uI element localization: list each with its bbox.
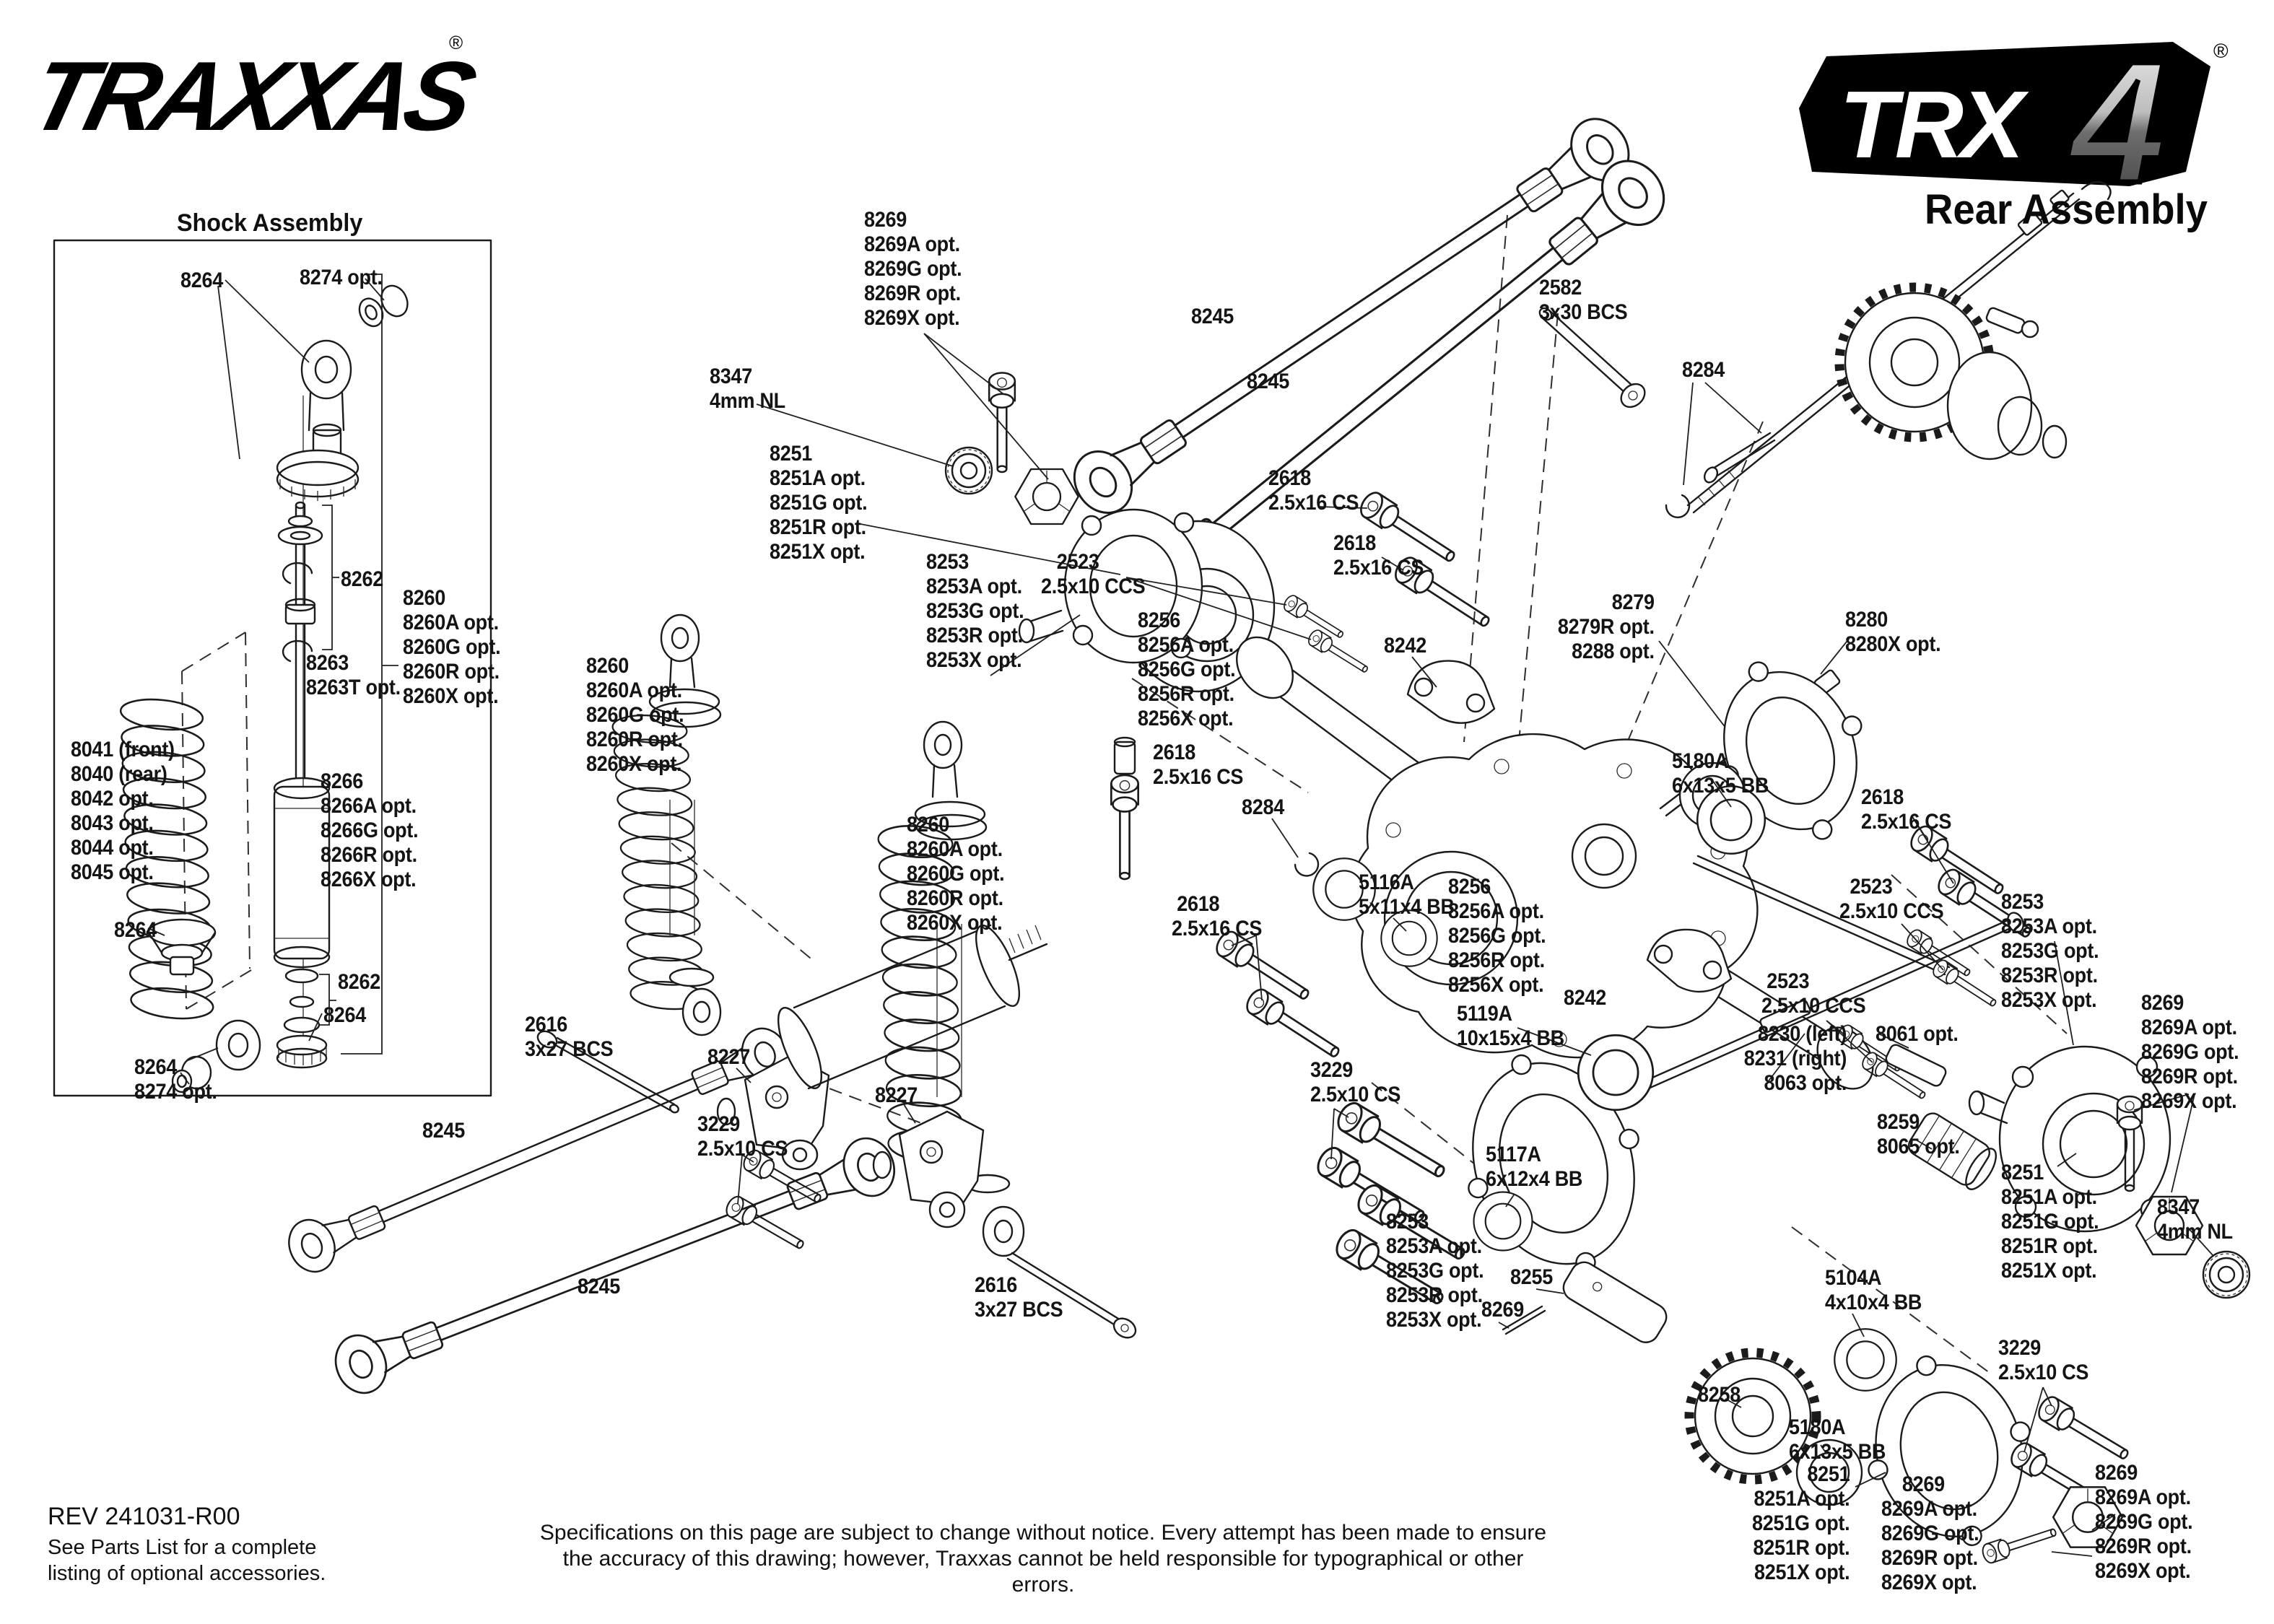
part-label-brg-5180a-bottom: 5180A 6x13x5 BB (1789, 1415, 1886, 1464)
part-label-pin-8284-top: 8284 (1682, 358, 1725, 382)
part-label-yoke-8242-right: 8242 (1564, 986, 1606, 1010)
part-label-scr-3229-left: 3229 2.5x10 CS (697, 1112, 788, 1161)
disclaimer-line1: Specifications on this page are subject … (539, 1521, 1547, 1545)
part-label-col-8279: 8279 8279R opt. 8288 opt. (1558, 590, 1655, 663)
part-label-rod-8245-c: 8245 (422, 1119, 465, 1143)
svg-text:®: ® (449, 32, 463, 53)
part-label-axle-8061: 8061 opt. (1876, 1022, 1959, 1046)
part-label-shock-8263: 8263 8263T opt. (306, 651, 401, 699)
part-label-scr-2523-low: 2523 2.5x10 CCS (1761, 969, 1866, 1018)
part-label-col-8269-top: 8269 8269A opt. 8269G opt. 8269R opt. 82… (864, 208, 962, 330)
part-label-col-8251-bottom: 8251 8251A opt. 8251G opt. 8251R opt. 82… (1751, 1462, 1850, 1584)
part-label-shock-8264-8274-bottom: 8264 8274 opt. (134, 1055, 217, 1104)
part-label-scr-2618-e: 2618 2.5x16 CS (1861, 785, 1952, 834)
part-label-cover-8280: 8280 8280X opt. (1845, 608, 1941, 656)
part-label-scr-2523-mid: 2523 2.5x10 CCS (1839, 875, 1944, 923)
part-label-rod-8245-b: 8245 (1247, 370, 1289, 393)
part-label-pin-8269: 8269 (1481, 1298, 1524, 1322)
part-label-brg-5119a: 5119A 10x15x4 BB (1457, 1002, 1564, 1050)
part-label-shock-8274-top: 8274 opt. (300, 266, 383, 289)
disclaimer: Specifications on this page are subject … (538, 1520, 1548, 1598)
part-label-col-8253-top: 8253 8253A opt. 8253G opt. 8253R opt. 82… (926, 550, 1024, 672)
sheet-subtitle: Rear Assembly (1925, 186, 2208, 233)
part-label-col-8269-right: 8269 8269A opt. 8269G opt. 8269R opt. 82… (2141, 991, 2239, 1113)
shock-assembly-box (53, 239, 492, 1097)
traxxas-logo: TRAXXAS ® (20, 32, 485, 152)
part-label-scr-3229-mid: 3229 2.5x10 CS (1310, 1058, 1401, 1106)
part-label-brg-5180a-top: 5180A 6x13x5 BB (1672, 749, 1769, 798)
part-label-mount-8227-a: 8227 (707, 1045, 750, 1069)
parts-list-note-line1: See Parts List for a complete (48, 1536, 317, 1559)
part-label-shaft-8255: 8255 (1510, 1265, 1553, 1289)
parts-list-note: See Parts List for a complete listing of… (48, 1534, 326, 1586)
svg-text:TRAXXAS: TRAXXAS (20, 42, 485, 152)
part-label-scr-2582: 2582 3x30 BCS (1539, 276, 1628, 324)
part-label-axle-8230: 8230 (left) 8231 (right) 8063 opt. (1743, 1022, 1847, 1095)
right-axles (1594, 777, 2038, 1190)
part-label-col-8269-bottom-mid: 8269 8269A opt. 8269G opt. 8269R opt. 82… (1881, 1472, 1979, 1594)
part-label-shock-8266-group: 8266 8266A opt. 8266G opt. 8266R opt. 82… (321, 769, 419, 891)
parts-list-note-line2: listing of optional accessories. (48, 1562, 326, 1585)
part-label-pin-8284-mid: 8284 (1242, 795, 1284, 819)
bottom-portal-internals (1312, 1027, 1897, 1506)
part-label-col-8260-shock2: 8260 8260A opt. 8260G opt. 8260R opt. 82… (907, 813, 1005, 935)
right-portal-gearbox (1968, 940, 2251, 1299)
part-label-scr-2616-a: 2616 3x27 BCS (525, 1013, 614, 1061)
part-label-brg-5116a: 5116A 5x11x4 BB (1359, 870, 1455, 919)
part-label-col-8251-top: 8251 8251A opt. 8251G opt. 8251R opt. 82… (770, 442, 868, 564)
disclaimer-line2: the accuracy of this drawing; however, T… (562, 1547, 1524, 1597)
part-label-scr-2618-a: 2618 2.5x16 CS (1268, 466, 1359, 515)
part-label-nut-8347-right: 8347 4mm NL (2157, 1195, 2233, 1244)
driveline-upper-right (1538, 180, 2112, 519)
part-label-scr-2523-top: 2523 2.5x10 CCS (1041, 550, 1146, 598)
center-fasteners (536, 487, 1497, 1339)
part-label-col-8256-right: 8256 8256A opt. 8256G opt. 8256R opt. 82… (1448, 875, 1546, 997)
part-label-brg-5117a: 5117A 6x12x4 BB (1486, 1143, 1583, 1191)
construction-lines (671, 214, 2068, 1374)
part-label-col-8256-left: 8256 8256A opt. 8256G opt. 8256R opt. 82… (1138, 608, 1236, 730)
part-label-col-8251-right: 8251 8251A opt. 8251G opt. 8251R opt. 82… (2001, 1161, 2099, 1283)
part-label-shock-8262-upper: 8262 (341, 567, 383, 591)
part-label-out-8259: 8259 8065 opt. (1877, 1110, 1960, 1158)
part-label-scr-2618-c: 2618 2.5x16 CS (1153, 741, 1244, 789)
part-label-col-8253-right: 8253 8253A opt. 8253G opt. 8253R opt. 82… (2001, 890, 2099, 1012)
left-portal-gearbox (756, 333, 1372, 693)
assembled-shocks (592, 614, 1048, 1257)
part-label-nut-8347-left: 8347 4mm NL (710, 364, 785, 413)
part-label-shock-springs: 8041 (front) 8040 (rear) 8042 opt. 8043 … (71, 738, 175, 884)
svg-text:TRX: TRX (1839, 71, 2029, 178)
part-label-shock-8264-top: 8264 (180, 269, 223, 292)
bottom-right-portal (1855, 1355, 2135, 1566)
part-label-mount-8227-b: 8227 (875, 1083, 918, 1107)
revision-code: REV 241031-R00 (48, 1503, 240, 1530)
part-label-col-8269-bottom-right: 8269 8269A opt. 8269G opt. 8269R opt. 82… (2095, 1461, 2193, 1583)
part-label-shock-8264-low: 8264 (323, 1003, 366, 1027)
part-label-col-8253-bottom: 8253 8253A opt. 8253G opt. 8253R opt. 82… (1386, 1210, 1484, 1332)
part-label-yoke-8242-left: 8242 (1384, 634, 1426, 658)
part-label-shock-8264-mid: 8264 (114, 918, 157, 942)
part-label-scr-2616-b: 2616 3x27 BCS (975, 1273, 1063, 1322)
part-label-col-8260-shock1: 8260 8260A opt. 8260G opt. 8260R opt. 82… (586, 654, 684, 776)
part-label-scr-3229-right: 3229 2.5x10 CS (1998, 1336, 2089, 1384)
part-label-rod-8245-d: 8245 (578, 1275, 620, 1298)
shock-box-title: Shock Assembly (177, 209, 363, 237)
svg-text:®: ® (2213, 40, 2229, 62)
part-label-scr-2618-b: 2618 2.5x16 CS (1333, 531, 1424, 580)
part-label-rod-8245-a: 8245 (1191, 305, 1234, 328)
part-label-shock-8260-group: 8260 8260A opt. 8260G opt. 8260R opt. 82… (403, 586, 501, 708)
part-label-gear-8258: 8258 (1698, 1383, 1741, 1407)
part-label-shock-8262-lower: 8262 (338, 970, 380, 994)
part-label-scr-2618-d: 2618 2.5x16 CS (1172, 892, 1263, 940)
part-label-brg-5104a: 5104A 4x10x4 BB (1825, 1266, 1922, 1314)
